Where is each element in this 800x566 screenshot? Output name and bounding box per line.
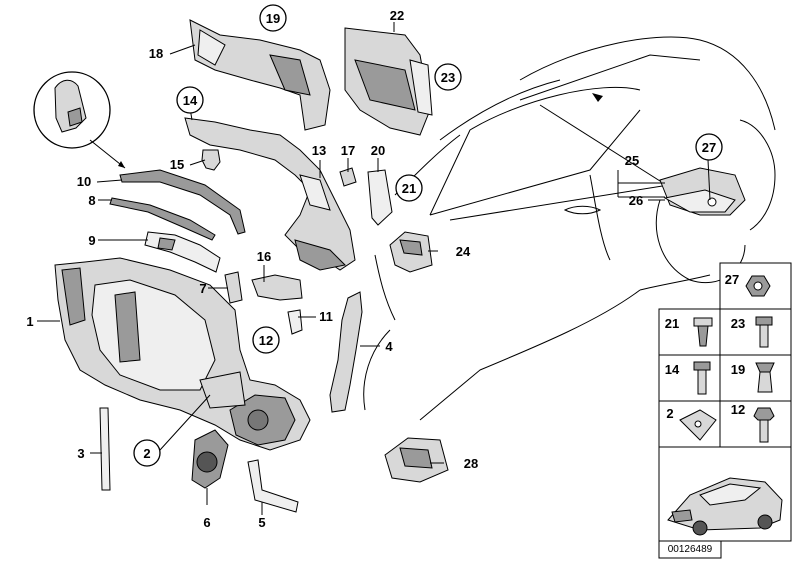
part-air-duct-upper (189, 19, 331, 131)
fastener-label-14: 14 (665, 362, 680, 377)
label-12: 12 (259, 333, 273, 348)
part-4 (329, 291, 363, 413)
reference-number: 00126489 (667, 544, 713, 555)
part-20 (367, 169, 393, 226)
label-6: 6 (203, 515, 210, 530)
car-body-outline (363, 36, 776, 421)
fastener-label-2: 2 (666, 406, 673, 421)
label-3: 3 (77, 446, 84, 461)
callout-circles (133, 4, 723, 467)
label-5: 5 (258, 515, 265, 530)
part-5 (247, 459, 299, 513)
label-18: 18 (149, 46, 163, 61)
label-20: 20 (371, 143, 385, 158)
part-9 (144, 231, 221, 273)
part-air-box (344, 27, 433, 136)
label-21: 21 (402, 181, 416, 196)
part-strip-8 (109, 197, 216, 241)
label-16: 16 (257, 249, 271, 264)
part-support-bracket (184, 117, 356, 271)
part-front-carrier (54, 257, 311, 451)
part-7 (224, 271, 243, 304)
part-labels: 19 22 18 23 14 13 17 20 15 21 10 8 9 24 … (26, 8, 716, 530)
part-clip-15 (201, 149, 221, 171)
label-9: 9 (88, 233, 95, 248)
fastener-label-27: 27 (725, 272, 739, 287)
label-27: 27 (702, 140, 716, 155)
label-24: 24 (456, 244, 471, 259)
label-4: 4 (385, 339, 393, 354)
label-15: 15 (170, 157, 184, 172)
label-14: 14 (183, 93, 198, 108)
part-24 (389, 231, 433, 273)
part-seal-10 (119, 169, 246, 235)
label-10: 10 (77, 174, 91, 189)
part-plate-25-26 (659, 167, 746, 216)
label-25: 25 (625, 153, 639, 168)
fastener-label-23: 23 (731, 316, 745, 331)
part-horn-6 (191, 429, 229, 489)
part-16 (251, 274, 303, 301)
label-23: 23 (441, 70, 455, 85)
label-17: 17 (341, 143, 355, 158)
label-26: 26 (629, 193, 643, 208)
detail-magnifier (33, 71, 126, 169)
part-11 (287, 309, 303, 335)
label-8: 8 (88, 193, 95, 208)
leader-lines (37, 22, 711, 515)
label-13: 13 (312, 143, 326, 158)
label-22: 22 (390, 8, 404, 23)
part-3 (99, 407, 111, 491)
car-thumbnail (667, 477, 783, 536)
label-2: 2 (143, 446, 150, 461)
label-7: 7 (199, 281, 206, 296)
label-11: 11 (319, 309, 333, 324)
fastener-label-12: 12 (731, 402, 745, 417)
label-1: 1 (26, 314, 33, 329)
fastener-table: 27 21 23 14 19 2 12 (658, 262, 792, 559)
label-19: 19 (266, 11, 280, 26)
label-28: 28 (464, 456, 478, 471)
part-28 (384, 437, 449, 483)
fastener-label-19: 19 (731, 362, 745, 377)
fastener-label-21: 21 (665, 316, 679, 331)
